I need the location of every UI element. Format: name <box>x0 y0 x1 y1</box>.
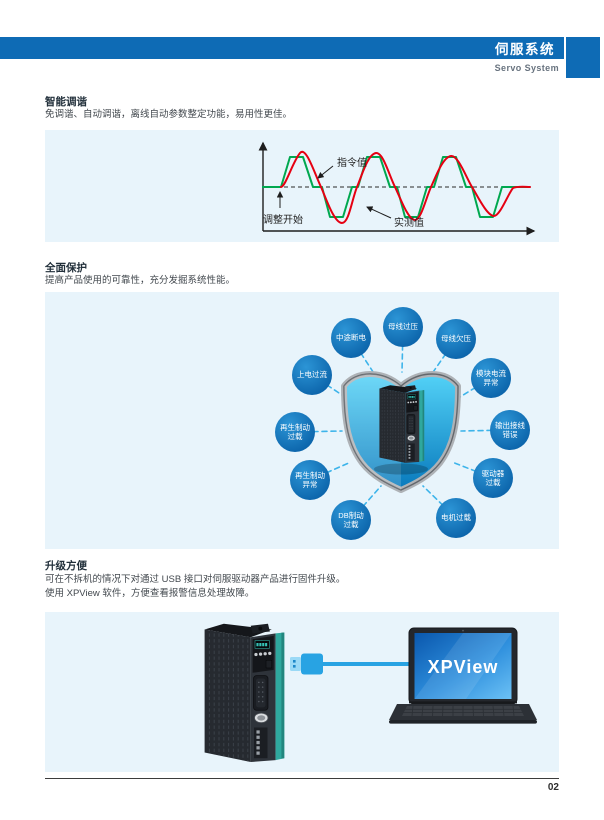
start-label: 调整开始 <box>263 213 303 226</box>
section-title-tuning: 智能调谐 <box>45 96 87 108</box>
section-desc-protection: 提高产品使用的可靠性，充分发掘系统性能。 <box>45 275 236 286</box>
protection-badge: 再生制动 异常 <box>290 460 330 500</box>
protection-badge: 驱动器 过载 <box>473 458 513 498</box>
page-number: 02 <box>547 782 559 793</box>
protection-badge: 母线欠压 <box>436 319 476 359</box>
section-title-upgrade: 升级方便 <box>45 560 87 572</box>
measured-wave <box>280 150 531 225</box>
protection-badge: 中途断电 <box>331 318 371 358</box>
laptop-illustration: XPView <box>389 627 537 724</box>
measured-arrow <box>366 206 392 219</box>
usb-plug-icon <box>290 653 323 675</box>
header-bar: 伺服系统 <box>0 37 564 59</box>
command-arrow <box>317 165 334 179</box>
protection-badge: 模块电流 异常 <box>471 358 511 398</box>
page-subtitle: Servo System <box>494 63 559 73</box>
protection-diagram-panel: 中途断电 母线过压 母线欠压 上电过流 模块电流 异常 再生制动 过载 输出接线… <box>45 292 559 549</box>
measured-label: 实测值 <box>394 216 424 229</box>
servo-drive-small <box>379 385 424 463</box>
protection-badge: 再生制动 过载 <box>275 412 315 452</box>
section-desc-tuning: 免调谐、自动调谐，离线自动参数整定功能，易用性更佳。 <box>45 109 293 120</box>
protection-badge: 上电过流 <box>292 355 332 395</box>
upgrade-illustration-panel: XPView <box>45 612 559 772</box>
tuning-chart: 指令值 调整开始 实测值 <box>258 141 536 236</box>
upgrade-illustration: XPView <box>45 612 537 772</box>
section-desc-upgrade-line1: 可在不拆机的情况下对通过 USB 接口对伺服驱动器产品进行固件升级。 <box>45 574 346 585</box>
tuning-chart-panel: 指令值 调整开始 实测值 <box>45 130 559 242</box>
shield-icon <box>341 371 461 493</box>
servo-drive-large <box>205 624 285 762</box>
protection-badge: 母线过压 <box>383 307 423 347</box>
header-accent-square <box>566 37 600 78</box>
protection-badge: 输出接线 错误 <box>490 410 530 450</box>
section-desc-upgrade-line2: 使用 XPView 软件，方便查看报警信息处理故障。 <box>45 588 255 599</box>
software-name-label: XPView <box>428 657 499 677</box>
page-title: 伺服系统 <box>495 42 555 57</box>
footer-divider <box>45 778 559 779</box>
protection-badge: 电机过载 <box>436 498 476 538</box>
command-label: 指令值 <box>337 156 367 169</box>
section-title-protection: 全面保护 <box>45 262 87 274</box>
protection-badge: DB制动 过载 <box>331 500 371 540</box>
